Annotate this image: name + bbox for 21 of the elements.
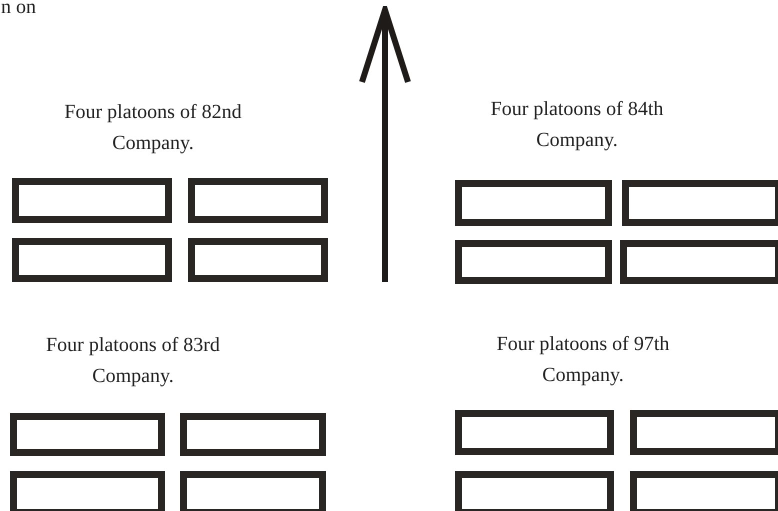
platoon-box xyxy=(12,238,172,282)
group-heading: Four platoons of 97th Company. xyxy=(496,332,670,388)
platoon-box xyxy=(455,240,612,284)
group-heading: Four platoons of 82nd Company. xyxy=(63,100,243,156)
platoon-box xyxy=(180,413,326,456)
platoon-box xyxy=(455,180,612,226)
platoon-box xyxy=(620,240,778,284)
platoon-box xyxy=(180,471,326,511)
platoon-box xyxy=(12,178,172,223)
platoon-box xyxy=(455,471,614,511)
platoon-box xyxy=(455,410,614,455)
platoon-box xyxy=(630,410,778,455)
platoon-box xyxy=(10,413,165,456)
platoon-box xyxy=(10,471,165,511)
group-heading: Four platoons of 84th Company. xyxy=(490,97,664,153)
platoon-box xyxy=(630,471,778,511)
platoon-box xyxy=(188,238,328,282)
platoon-box xyxy=(622,180,778,226)
group-heading: Four platoons of 83rd Company. xyxy=(45,333,221,389)
text-fragment: n on xyxy=(1,0,36,19)
platoon-box xyxy=(188,178,328,223)
